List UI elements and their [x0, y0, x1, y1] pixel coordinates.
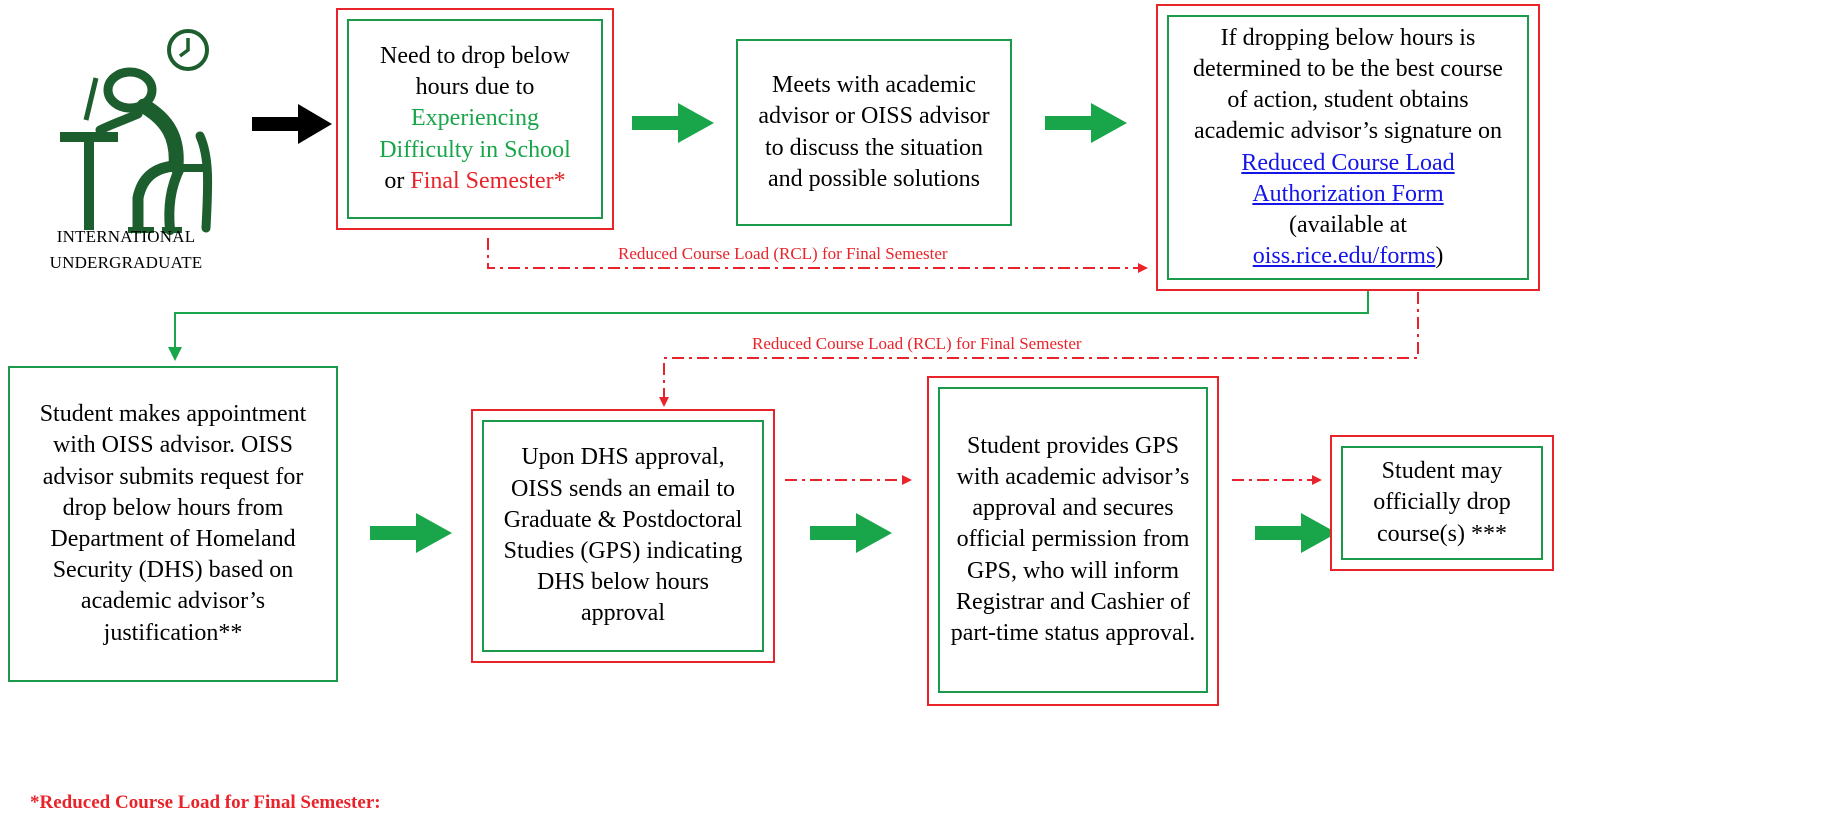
step1-box: Need to drop below hours due to Experien…	[347, 19, 603, 219]
step4-text: Student makes appointment with OISS advi…	[39, 401, 307, 646]
arrow-step4-to-step5	[370, 513, 452, 553]
step3-text: If dropping below hours is determined to…	[1183, 23, 1513, 273]
caption-line-2: UNDERGRADUATE	[49, 253, 203, 273]
step6-text: Student provides GPS with academic advis…	[950, 432, 1196, 646]
step2-box: Meets with academic advisor or OISS advi…	[736, 39, 1012, 226]
step1-intro: Need to drop below hours due to	[380, 43, 570, 101]
step1-outer-frame: Need to drop below hours due to Experien…	[336, 8, 614, 230]
connector-step3-to-step4	[168, 290, 1369, 361]
step7-box: Student may officially drop course(s) **…	[1341, 446, 1543, 560]
step6-box: Student provides GPS with academic advis…	[938, 387, 1208, 693]
step3-intro: If dropping below hours is determined to…	[1193, 24, 1503, 145]
step5-text: Upon DHS approval, OISS sends an email t…	[503, 444, 743, 627]
arrow-step1-to-step2	[632, 103, 714, 143]
step5-box: Upon DHS approval, OISS sends an email t…	[482, 420, 764, 652]
oiss-forms-link[interactable]: oiss.rice.edu/forms	[1252, 243, 1436, 270]
dashed-label-top: Reduced Course Load (RCL) for Final Seme…	[618, 244, 948, 263]
step1-joiner: or	[384, 167, 405, 194]
reduced-course-load-form-link[interactable]: Reduced Course Load Authorization Form	[1241, 149, 1455, 207]
step3-available-at: (available at	[1289, 211, 1407, 238]
footnote-heading: *Reduced Course Load for Final Semester:	[30, 792, 381, 813]
step6-outer-frame: Student provides GPS with academic advis…	[927, 376, 1219, 706]
arrow-step6-to-step7	[1255, 513, 1337, 553]
step3-outer-frame: If dropping below hours is determined to…	[1156, 4, 1540, 291]
step3-close-paren: )	[1435, 243, 1444, 270]
step3-box: If dropping below hours is determined to…	[1167, 15, 1529, 280]
step1-option-final-semester: Final Semester*	[410, 167, 566, 194]
dashed-path-step1-to-step3	[487, 238, 1148, 273]
step5-outer-frame: Upon DHS approval, OISS sends an email t…	[471, 409, 775, 663]
dashed-path-step3-to-step5	[659, 292, 1419, 407]
step2-text: Meets with academic advisor or OISS advi…	[758, 72, 990, 192]
arrow-figure-to-step1	[252, 104, 332, 144]
arrow-step5-to-step6	[810, 513, 892, 553]
dashed-label-mid: Reduced Course Load (RCL) for Final Seme…	[752, 334, 1082, 353]
figure-caption: INTERNATIONAL UNDERGRADUATE	[20, 224, 232, 277]
step1-option-difficulty: Experiencing Difficulty in School	[379, 105, 571, 163]
caption-line-1: INTERNATIONAL	[56, 227, 196, 246]
student-at-desk-icon	[60, 29, 213, 235]
step7-outer-frame: Student may officially drop course(s) **…	[1330, 435, 1554, 571]
arrow-step2-to-step3	[1045, 103, 1127, 143]
step1-text: Need to drop below hours due to Experien…	[367, 41, 583, 197]
step7-text: Student may officially drop course(s) **…	[1373, 458, 1511, 547]
step4-box: Student makes appointment with OISS advi…	[8, 366, 338, 682]
